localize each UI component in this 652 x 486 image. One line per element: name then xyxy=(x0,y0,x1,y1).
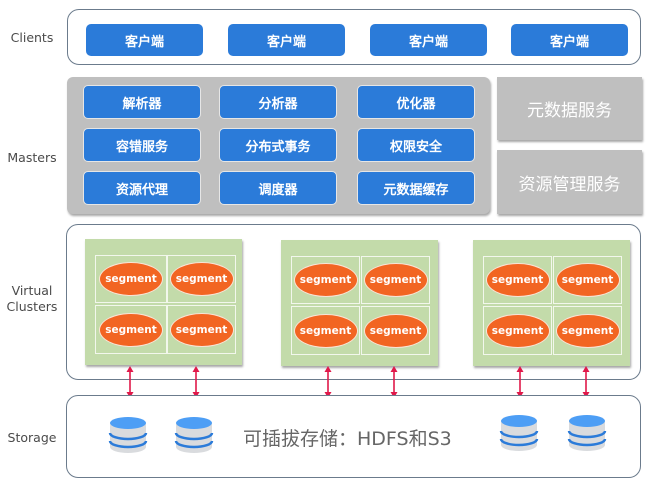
master-component-fault-tolerance: 容错服务 xyxy=(83,128,201,162)
segment-cell: segment xyxy=(483,306,552,355)
segment-node: segment xyxy=(555,313,620,348)
master-component-optimizer: 优化器 xyxy=(357,85,475,119)
segment-node: segment xyxy=(169,312,234,347)
master-component-security: 权限安全 xyxy=(357,128,475,162)
segment-cell: segment xyxy=(95,305,167,354)
segment-cell: segment xyxy=(361,306,430,355)
database-icon xyxy=(174,417,214,453)
segment-node: segment xyxy=(555,263,620,297)
bidirectional-arrow-icon xyxy=(324,366,332,398)
database-icon xyxy=(108,417,148,453)
segment-cell: segment xyxy=(553,256,622,304)
segment-node: segment xyxy=(363,313,428,348)
segment-node: segment xyxy=(169,262,234,296)
storage-label: 可插拔存储：HDFS和S3 xyxy=(243,428,452,450)
bidirectional-arrow-icon xyxy=(516,366,524,398)
master-component-metadata-cache: 元数据缓存 xyxy=(357,171,475,205)
segment-node: segment xyxy=(485,313,550,348)
client-box: 客户端 xyxy=(511,24,628,56)
segment-node: segment xyxy=(99,312,163,347)
row-label-virtual: Virtual xyxy=(11,283,53,298)
bidirectional-arrow-icon xyxy=(390,366,398,398)
segment-cell: segment xyxy=(167,255,236,303)
virtual-cluster: segment segment segment segment xyxy=(281,240,438,366)
row-label-storage: Storage xyxy=(7,430,57,445)
segment-cell: segment xyxy=(553,306,622,355)
segment-cell: segment xyxy=(291,306,360,355)
bidirectional-arrow-icon xyxy=(126,366,134,398)
bidirectional-arrow-icon xyxy=(192,366,200,398)
virtual-cluster: segment segment segment segment xyxy=(85,239,242,365)
segment-node: segment xyxy=(485,263,550,297)
database-icon xyxy=(499,415,539,451)
segment-node: segment xyxy=(99,262,163,296)
row-label-virtual-clusters: Virtual Clusters xyxy=(0,283,64,315)
segment-cell: segment xyxy=(95,255,167,303)
segment-node: segment xyxy=(293,263,358,297)
master-component-resource-agent: 资源代理 xyxy=(83,171,201,205)
storage-layer xyxy=(66,395,641,478)
database-icon xyxy=(567,415,607,451)
bidirectional-arrow-icon xyxy=(582,366,590,398)
segment-cell: segment xyxy=(291,256,360,304)
master-component-analyzer: 分析器 xyxy=(219,85,337,119)
masters-panel: 解析器 分析器 优化器 容错服务 分布式事务 权限安全 资源代理 调度器 元数据… xyxy=(67,77,490,214)
row-label-clusters: Clusters xyxy=(6,299,58,314)
segment-cell: segment xyxy=(361,256,430,304)
virtual-cluster: segment segment segment segment xyxy=(473,240,630,366)
client-box: 客户端 xyxy=(86,24,203,56)
client-box: 客户端 xyxy=(370,24,487,56)
resource-management-service: 资源管理服务 xyxy=(497,150,642,214)
segment-node: segment xyxy=(293,313,358,348)
segment-cell: segment xyxy=(167,305,236,354)
master-component-distributed-transaction: 分布式事务 xyxy=(219,128,337,162)
segment-node: segment xyxy=(363,263,428,297)
master-component-parser: 解析器 xyxy=(83,85,201,119)
master-component-scheduler: 调度器 xyxy=(219,171,337,205)
segment-cell: segment xyxy=(483,256,552,304)
row-label-clients: Clients xyxy=(10,30,54,45)
metadata-service: 元数据服务 xyxy=(497,77,642,140)
client-box: 客户端 xyxy=(228,24,345,56)
row-label-masters: Masters xyxy=(7,150,57,165)
